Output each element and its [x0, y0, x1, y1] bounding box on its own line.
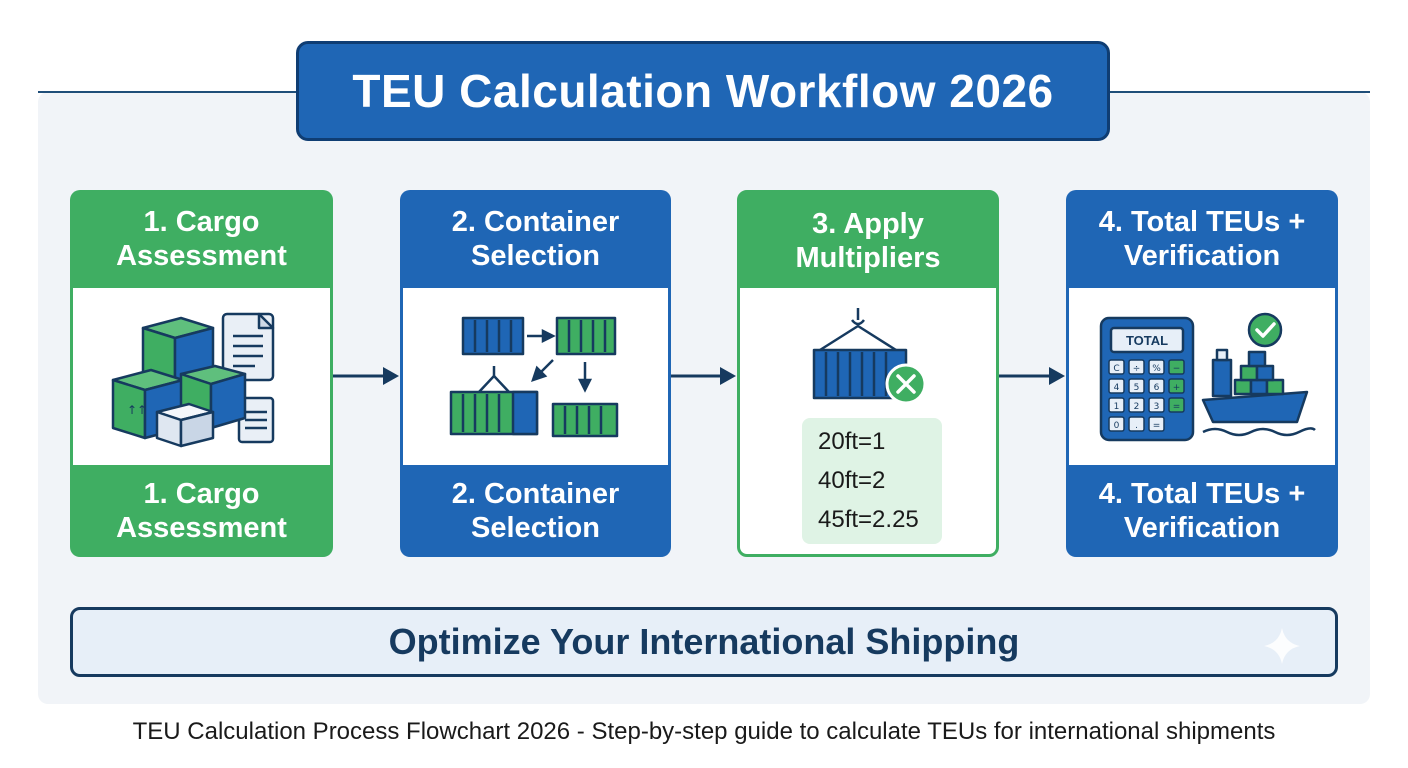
flow-arrow-icon	[671, 367, 736, 385]
step-card-apply-multipliers: 3. Apply Multipliers 20ft=1 40ft=2 45ft=…	[737, 190, 999, 557]
step-footer: 4. Total TEUs + Verification	[1066, 465, 1338, 557]
step-footer: 1. Cargo Assessment	[70, 465, 333, 557]
step-title: 4. Total TEUs + Verification	[1098, 206, 1306, 272]
calculator-key-label: =	[1173, 402, 1181, 412]
step-header: 2. Container Selection	[400, 190, 671, 288]
figure-caption: TEU Calculation Process Flowchart 2026 -…	[132, 718, 1276, 745]
step-footer-title: 1. Cargo Assessment	[116, 478, 287, 544]
calculator-key-label: 2	[1134, 402, 1140, 412]
flow-arrow-icon	[333, 367, 399, 385]
step-footer-title: 4. Total TEUs + Verification	[1098, 478, 1306, 544]
multiplier-list: 20ft=1 40ft=2 45ft=2.25	[802, 418, 942, 544]
calculator-key-label: +	[1173, 383, 1181, 393]
calculator-key-label: 1	[1114, 402, 1120, 412]
calculator-key	[1108, 359, 1125, 375]
calculator-key	[1128, 378, 1145, 394]
page-title: TEU Calculation Workflow 2026	[352, 65, 1054, 117]
containers-selection-icon	[449, 316, 619, 438]
step-title: 1. Cargo Assessment	[116, 206, 287, 272]
calculator-key-label: .	[1135, 421, 1138, 431]
step-illustration: 20ft=1 40ft=2 45ft=2.25	[740, 288, 996, 554]
sparkle-icon	[1264, 628, 1300, 664]
step-header: 4. Total TEUs + Verification	[1066, 190, 1338, 288]
calculator-key	[1108, 416, 1125, 432]
calculator-key-label: 0	[1114, 421, 1120, 431]
calculator-key-label: %	[1152, 364, 1161, 374]
step-footer: 2. Container Selection	[400, 465, 671, 557]
calculator-key-label: 3	[1154, 402, 1160, 412]
step-illustration: TOTAL C ÷% − 4 5 6 +1 2 3 = 0. =	[1069, 288, 1335, 465]
step-header: 1. Cargo Assessment	[70, 190, 333, 288]
calculator-key	[1108, 397, 1125, 413]
calculator-key	[1148, 416, 1165, 432]
calculator-key	[1148, 359, 1165, 375]
flow-arrow-icon	[999, 367, 1065, 385]
calculator-key	[1128, 416, 1145, 432]
container-multiply-icon	[812, 308, 927, 405]
boxes-documents-icon: ↑↑	[111, 312, 275, 448]
step-card-cargo-assessment: 1. Cargo Assessment	[70, 190, 333, 557]
svg-text:↑↑: ↑↑	[127, 403, 147, 417]
step-illustration: ↑↑	[73, 288, 330, 465]
calculator-ship-icon: TOTAL C ÷% − 4 5 6 +1 2 3 = 0. =	[1099, 312, 1316, 442]
step-footer-title: 2. Container Selection	[451, 478, 620, 544]
calculator-display: TOTAL	[1126, 333, 1168, 348]
calculator-key	[1128, 397, 1145, 413]
step-title: 2. Container Selection	[451, 206, 620, 272]
footer-banner: Optimize Your International Shipping	[70, 607, 1338, 677]
calculator-key-label: 6	[1154, 383, 1160, 393]
step-card-total-verification: 4. Total TEUs + Verification TOTAL C ÷% − 4…	[1066, 190, 1338, 557]
multiplier-45ft: 45ft=2.25	[818, 506, 919, 534]
calculator-key	[1108, 378, 1125, 394]
title-banner: TEU Calculation Workflow 2026	[296, 41, 1110, 141]
calculator-key	[1168, 378, 1185, 394]
calculator-key-label: 4	[1114, 383, 1120, 393]
calculator-key-label: ÷	[1133, 364, 1141, 374]
calculator-key	[1148, 378, 1165, 394]
multiplier-20ft: 20ft=1	[818, 427, 886, 455]
calculator-key-label: =	[1153, 421, 1161, 431]
step-title: 3. Apply Multipliers	[795, 207, 941, 274]
calculator-key	[1168, 397, 1185, 413]
calculator-key-label: 5	[1134, 383, 1140, 393]
calculator-key-label: −	[1173, 364, 1181, 374]
multiplier-40ft: 40ft=2	[818, 466, 886, 494]
step-card-container-selection: 2. Container Selection	[400, 190, 671, 557]
calculator-key	[1168, 359, 1185, 375]
step-illustration	[403, 288, 668, 465]
footer-banner-text: Optimize Your International Shipping	[388, 621, 1020, 662]
calculator-key-label: C	[1113, 364, 1119, 374]
step-header: 3. Apply Multipliers	[740, 193, 996, 288]
calculator-key	[1148, 397, 1165, 413]
calculator-key	[1128, 359, 1145, 375]
